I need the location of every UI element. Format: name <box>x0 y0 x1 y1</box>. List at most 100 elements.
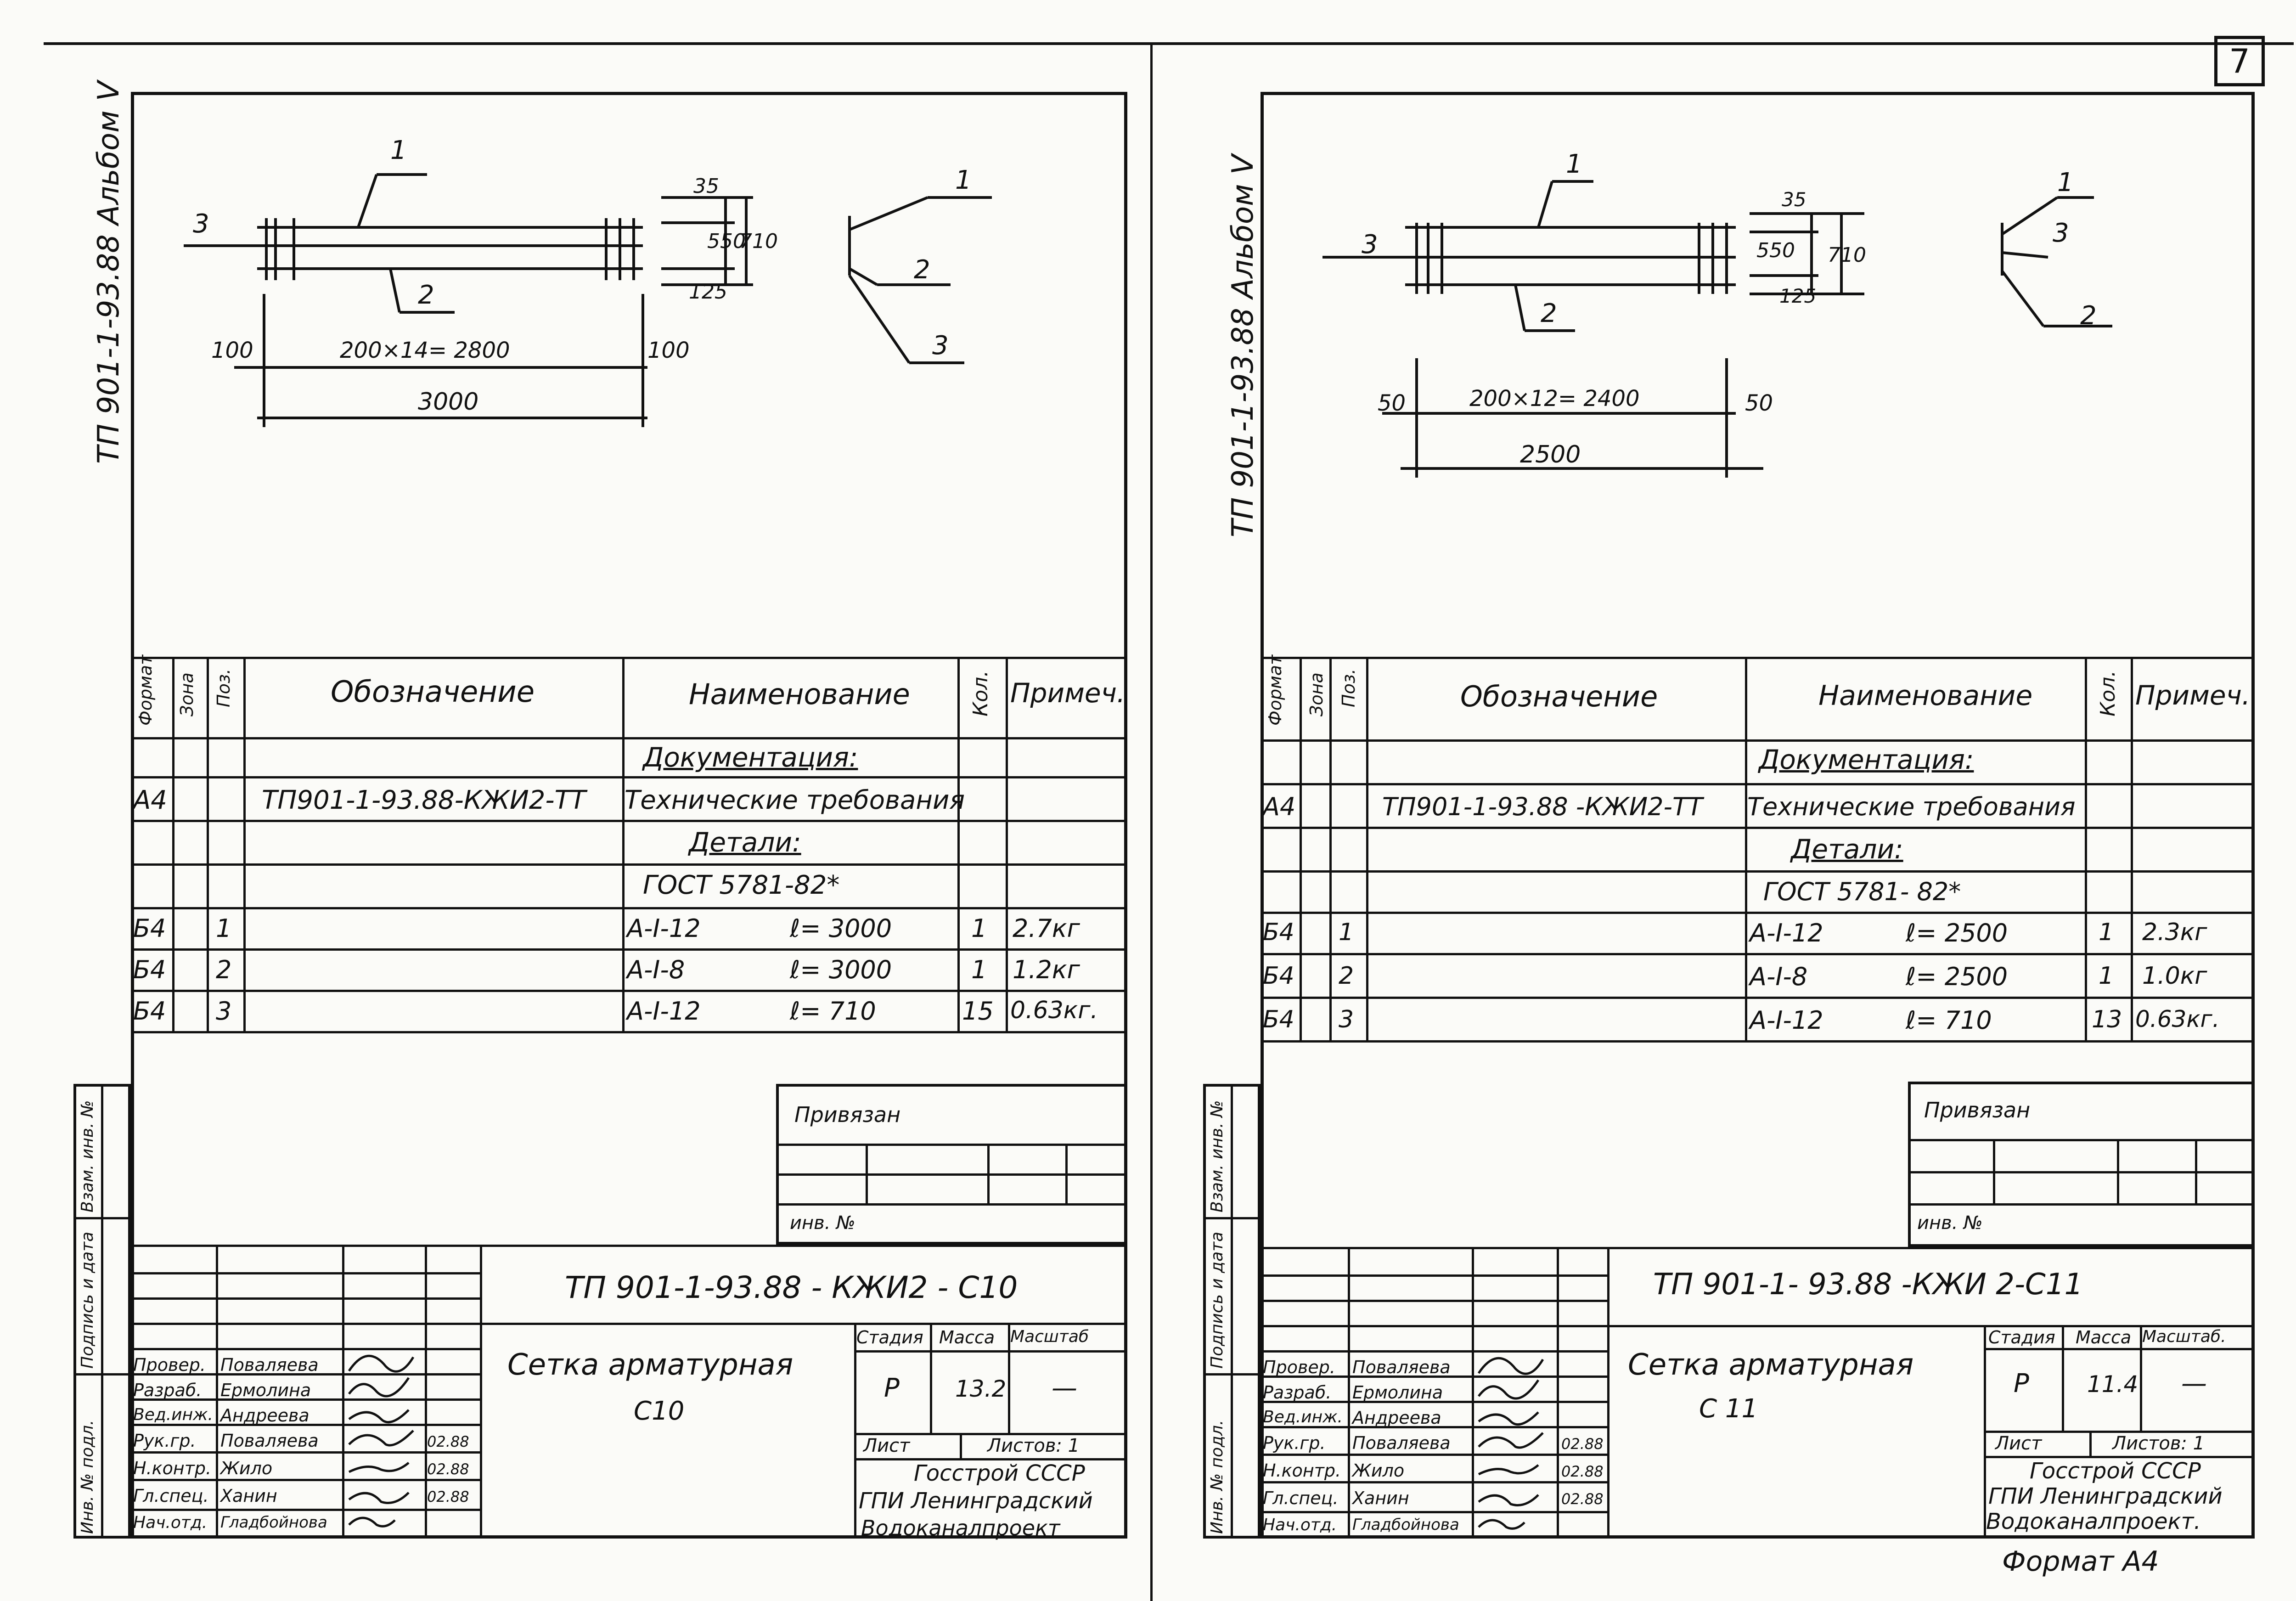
left-p6-name: Ханин <box>220 1486 277 1506</box>
left-r2-format: Б4 <box>133 955 166 984</box>
right-r1-grade: А-I-12 <box>1750 919 1823 947</box>
left-tb-h-e <box>131 1373 480 1376</box>
right-doc-name: Технические требования <box>1747 792 2076 821</box>
left-inv-no: инв. № <box>790 1212 855 1234</box>
right-privyazan-box <box>1908 1082 2255 1247</box>
right-tb-h-j <box>1261 1511 1607 1513</box>
left-p7-name: Гладбойнова <box>220 1513 327 1532</box>
right-spec-hline-5 <box>1261 912 2255 914</box>
right-r3-format: Б4 <box>1263 1006 1294 1033</box>
right-tb-v8 <box>2089 1431 2092 1456</box>
right-p7-name: Гладбойнова <box>1352 1516 1459 1534</box>
right-org-1: Госстрой СССР <box>2030 1458 2201 1484</box>
right-priv-v3 <box>2195 1139 2197 1203</box>
left-org-1: Госстрой СССР <box>914 1460 1085 1486</box>
left-dim-125: 125 <box>689 280 727 304</box>
left-h-zone: Зона <box>177 672 197 716</box>
left-tb-h-d <box>131 1348 480 1350</box>
right-spec-v2 <box>1329 657 1332 1040</box>
left-masshtab-label: Масштаб <box>1010 1327 1089 1346</box>
right-h-name: Наименование <box>1818 680 2033 712</box>
right-p5-role: Н.контр. <box>1263 1460 1341 1481</box>
left-tb-h-h <box>131 1451 480 1454</box>
left-dim-100-l: 100 <box>211 338 253 363</box>
right-list-label: Лист <box>1995 1433 2042 1454</box>
left-dim-35: 35 <box>693 175 719 198</box>
right-tb-stadiya-line <box>1984 1348 2255 1350</box>
right-r1-len: ℓ= 2500 <box>1906 919 2008 947</box>
left-tb-v5 <box>854 1323 856 1539</box>
right-margin-label-3: Инв. № подл. <box>1208 1420 1227 1534</box>
right-tb-v4 <box>1607 1247 1609 1539</box>
left-product-mark: С10 <box>634 1396 685 1426</box>
right-tb-list-line <box>1984 1431 2255 1433</box>
left-h-designation: Обозначение <box>331 675 535 709</box>
right-tb-h-g <box>1261 1426 1607 1428</box>
left-p6-date: 02.88 <box>427 1488 469 1505</box>
left-spec-hline-6 <box>131 948 1127 951</box>
right-stadiya: Р <box>2014 1369 2029 1398</box>
right-p1-name: Поваляева <box>1352 1357 1451 1377</box>
left-p4-role: Рук.гр. <box>133 1431 196 1451</box>
right-priv-v1 <box>1993 1139 1995 1203</box>
right-privyazan: Привязан <box>1924 1098 2031 1122</box>
right-h-pos: Поз. <box>1339 668 1359 707</box>
right-side-callout-2: 2 <box>2080 301 2097 331</box>
left-h-qty: Кол. <box>969 670 992 716</box>
right-margin-label-2: Подпись и дата <box>1208 1231 1227 1369</box>
left-side-title: ТП 901-1-93.88 Альбом V <box>92 81 126 464</box>
right-r2-qty: 1 <box>2099 962 2114 990</box>
right-margin-label-1: Взам. инв. № <box>1208 1100 1227 1212</box>
left-callout-3: 3 <box>193 209 209 239</box>
left-h-name: Наименование <box>689 677 910 711</box>
left-tb-h-g <box>131 1424 480 1426</box>
right-h-designation: Обозначение <box>1460 680 1658 713</box>
right-r2-format: Б4 <box>1263 962 1294 990</box>
left-r2-grade: А-I-8 <box>627 955 685 984</box>
right-tb-h-c <box>1261 1325 1607 1327</box>
right-spec-hline-6 <box>1261 953 2255 955</box>
right-p3-role: Вед.инж. <box>1263 1408 1343 1426</box>
right-r1-note: 2.3кг <box>2142 919 2207 946</box>
left-dim-100-r: 100 <box>647 338 690 363</box>
right-r2-pos: 2 <box>1339 962 1354 990</box>
left-privyazan-box <box>776 1084 1127 1245</box>
left-priv-v3 <box>1065 1144 1068 1203</box>
left-h-note: Примеч. <box>1010 677 1125 709</box>
left-tb-top <box>131 1245 1127 1247</box>
right-tb-h-f <box>1261 1401 1607 1403</box>
right-p6-role: Гл.спец. <box>1263 1488 1339 1508</box>
left-tb-h-a <box>131 1272 480 1274</box>
right-spec-hline-7 <box>1261 997 2255 999</box>
left-p6-role: Гл.спец. <box>133 1486 209 1506</box>
right-priv-h3 <box>1908 1203 2255 1206</box>
left-r1-pos: 1 <box>216 914 232 943</box>
left-r2-note: 1.2кг <box>1013 955 1080 984</box>
right-tb-list-bottom <box>1984 1456 2255 1458</box>
right-masshtab-label: Масштаб. <box>2142 1327 2226 1346</box>
left-p5-name: Жило <box>220 1458 273 1478</box>
right-priv-v2 <box>2117 1139 2119 1203</box>
right-dim-50-l: 50 <box>1378 390 1406 416</box>
left-p7-role: Нач.отд. <box>133 1513 208 1532</box>
left-spec-v1 <box>172 657 174 1031</box>
left-dim-spacing: 200×14= 2800 <box>340 338 510 363</box>
right-side-callout-1: 1 <box>2057 168 2074 197</box>
right-product-name: Сетка арматурная <box>1628 1348 1914 1382</box>
right-masshtab: — <box>2181 1369 2207 1398</box>
left-tb-list-bottom <box>854 1458 1127 1460</box>
top-rule <box>44 42 2294 45</box>
right-tb-code-bottom <box>1607 1325 2255 1327</box>
right-spec-v3 <box>1366 657 1368 1040</box>
right-product-mark: С 11 <box>1699 1394 1758 1424</box>
left-spec-hline-5 <box>131 907 1127 909</box>
right-callout-1: 1 <box>1566 149 1582 179</box>
right-listov-label: Листов: 1 <box>2112 1433 2205 1454</box>
left-priv-h1 <box>776 1144 1127 1146</box>
right-p5-date: 02.88 <box>1561 1463 1604 1480</box>
left-stamp-code: ТП 901-1-93.88 - КЖИ2 - С10 <box>565 1270 1018 1305</box>
right-tb-v7 <box>2140 1325 2142 1431</box>
right-dim-total: 2500 <box>1520 441 1581 468</box>
left-margin-label-3: Инв. № подл. <box>78 1420 97 1534</box>
left-r1-len: ℓ= 3000 <box>790 914 892 943</box>
